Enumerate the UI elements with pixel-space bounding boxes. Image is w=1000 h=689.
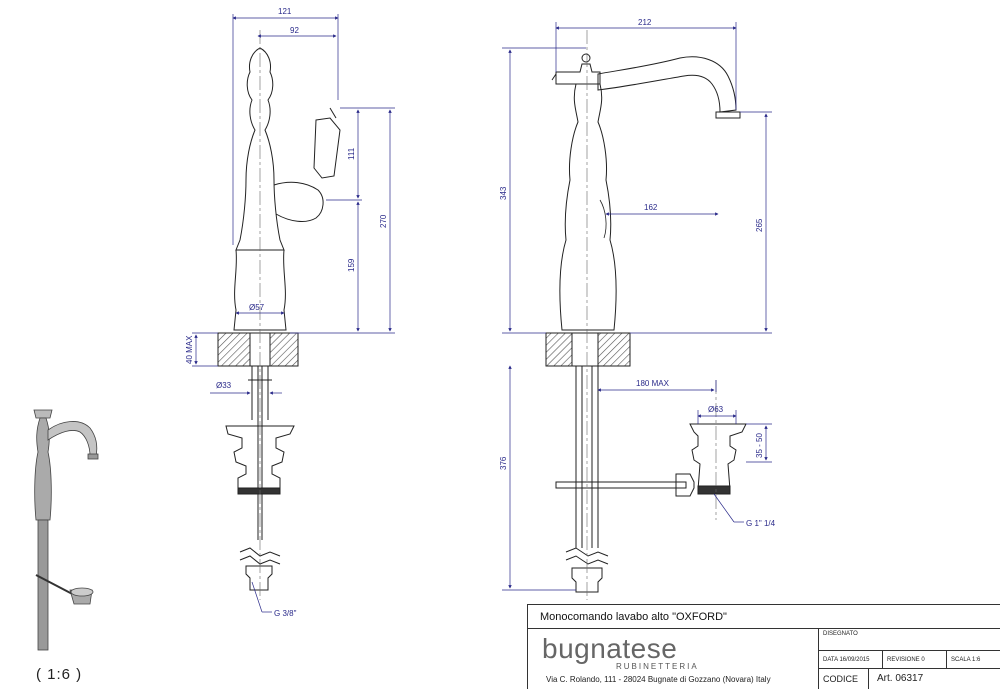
scale-cell: SCALA 1:6 xyxy=(947,651,1000,669)
front-lever-hub xyxy=(273,181,324,222)
dim-deck-thickness: 40 MAX xyxy=(185,335,194,364)
code-label: CODICE xyxy=(819,669,869,689)
side-waste xyxy=(689,423,747,491)
scale-cell-label: SCALA xyxy=(951,657,971,663)
info-grid: DISEGNATO DATA 16/09/2015 REVISIONE 0 SC… xyxy=(819,629,1000,689)
brand-subtitle: RUBINETTERIA xyxy=(616,662,699,671)
product-thumbnail xyxy=(33,409,99,651)
date-cell: DATA 16/09/2015 xyxy=(819,651,883,669)
dim-270: 270 xyxy=(379,214,388,228)
dim-waste-thread: G 1" 1/4 xyxy=(746,519,776,528)
designer-cell: DISEGNATO xyxy=(819,629,1000,651)
brand-logo: bugnatese xyxy=(542,633,678,664)
title-block: Monocomando lavabo alto "OXFORD" bugnate… xyxy=(527,604,1000,689)
front-waste xyxy=(225,425,295,495)
front-dim-labels: 121 92 111 159 270 Ø57 40 MAX Ø33 G 3/8" xyxy=(185,7,388,618)
dim-waste-diameter: Ø63 xyxy=(708,405,724,414)
side-dimensions xyxy=(502,22,772,591)
dim-hose-thread: G 3/8" xyxy=(274,609,297,618)
dim-265: 265 xyxy=(755,218,764,232)
brand-panel: bugnatese RUBINETTERIA Via C. Rolando, 1… xyxy=(528,629,819,689)
side-view xyxy=(545,30,747,600)
side-handle xyxy=(555,63,601,85)
front-lever xyxy=(313,117,341,179)
front-dimensions xyxy=(192,14,395,613)
front-hose-fitting xyxy=(245,565,273,591)
side-spout xyxy=(597,56,737,113)
revision-value: 0 xyxy=(921,657,925,663)
dim-base-diameter: Ø57 xyxy=(249,303,265,312)
date-value: 16/09/2015 xyxy=(839,657,870,663)
dim-35-50: 35 - 50 xyxy=(755,433,764,458)
dim-111: 111 xyxy=(347,147,356,160)
dim-92: 92 xyxy=(290,26,299,35)
revision-label: REVISIONE xyxy=(887,657,920,663)
dim-shank-diameter: Ø33 xyxy=(216,381,232,390)
dim-376: 376 xyxy=(499,456,508,470)
revision-cell: REVISIONE 0 xyxy=(883,651,947,669)
article-number: Art. 06317 xyxy=(877,673,924,684)
front-view xyxy=(217,30,341,600)
company-address: Via C. Rolando, 111 - 28024 Bugnate di G… xyxy=(546,675,771,684)
dim-343: 343 xyxy=(499,186,508,200)
dim-180-max: 180 MAX xyxy=(636,379,670,388)
scale-label: ( 1:6 ) xyxy=(36,666,83,683)
date-label: DATA xyxy=(823,657,838,663)
dim-159: 159 xyxy=(347,258,356,272)
dim-162: 162 xyxy=(644,203,658,212)
dim-121: 121 xyxy=(278,7,292,16)
side-body xyxy=(559,83,617,331)
product-title: Monocomando lavabo alto "OXFORD" xyxy=(528,605,1000,629)
side-bottom-fitting xyxy=(571,567,603,593)
side-dim-labels: 212 162 343 265 376 180 MAX Ø63 35 - 50 … xyxy=(499,18,776,528)
dim-212: 212 xyxy=(638,18,652,27)
scale-cell-value: 1:6 xyxy=(972,657,981,663)
